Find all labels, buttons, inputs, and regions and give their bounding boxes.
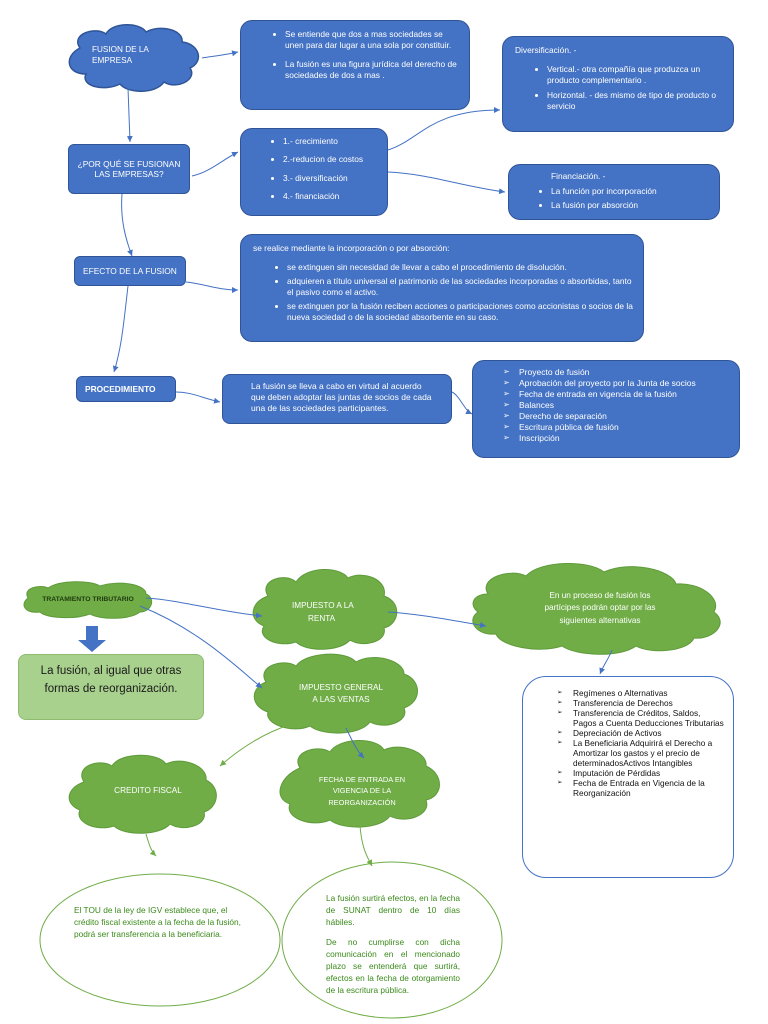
step-item: Fecha de entrada en vigencia de la fusió…	[501, 389, 731, 400]
por-que-label: ¿POR QUÉ SE FUSIONAN LAS EMPRESAS?	[77, 159, 181, 179]
step-item: Derecho de separación	[501, 411, 731, 422]
financiacion-title: Financiación. -	[551, 171, 606, 181]
fusion-cloud-line2: EMPRESA	[92, 56, 133, 66]
procedimiento-text: La fusión se lleva a cabo en virtud al a…	[251, 381, 432, 414]
financiacion-item: La fusión por absorción	[551, 200, 711, 211]
step-item: Escritura pública de fusión	[501, 422, 731, 433]
fecha-cloud: FECHA DE ENTRADA EN VIGENCIA DE LA REORG…	[300, 774, 424, 808]
procedimiento-label: PROCEDIMIENTO	[85, 384, 156, 394]
definition-box: Se entiende que dos a mas sociedades se …	[240, 20, 470, 110]
fecha-cloud-shape	[279, 739, 440, 828]
fecha-line2: VIGENCIA DE LA	[332, 786, 392, 796]
reason-item: 2.-reducion de costos	[283, 155, 381, 164]
fusion-cloud: FUSION DE LA EMPRESA	[92, 44, 192, 67]
renta-cloud: IMPUESTO A LA RENTA	[292, 600, 382, 625]
step-item: Aprobación del proyecto por la Junta de …	[501, 378, 731, 389]
tratamiento-cloud-shape	[23, 581, 153, 619]
diversificacion-item: Vertical.- otra compañía que produzca un…	[547, 64, 725, 86]
igv-cloud-shape	[253, 653, 418, 734]
tratamiento-cloud: TRATAMIENTO TRIBUTARIO	[30, 596, 146, 603]
step-item: Balances	[501, 400, 731, 411]
definition-item: La fusión es una figura jurídica del der…	[285, 59, 459, 81]
efecto-intro: se realice mediante la incorporación o p…	[253, 243, 450, 253]
por-que-box: ¿POR QUÉ SE FUSIONAN LAS EMPRESAS?	[68, 144, 190, 194]
alternativa-item: Transferencia de Derechos	[557, 698, 725, 709]
fusion-cloud-shape	[68, 24, 200, 92]
diversificacion-box: Diversificación. - Vertical.- otra compa…	[502, 36, 734, 132]
efecto-box: EFECTO DE LA FUSION	[74, 256, 186, 286]
alternativas-list-box: Regímenes o Alternativas Transferencia d…	[522, 676, 734, 878]
alternativas-line2: partícipes podrán optar por las	[544, 603, 656, 613]
credito-oval-body: El TOU de la ley de IGV establece que, e…	[74, 905, 241, 940]
steps-box: Proyecto de fusión Aprobación del proyec…	[472, 360, 740, 458]
credito-cloud: CREDITO FISCAL	[96, 786, 200, 795]
fecha-line3: REORGANIZACIÓN	[328, 797, 396, 807]
credito-cloud-shape	[68, 754, 217, 834]
definition-item: Se entiende que dos a mas sociedades se …	[285, 29, 459, 51]
step-item: Proyecto de fusión	[501, 367, 731, 378]
alternativa-item: Depreciación de Activos	[557, 728, 725, 739]
reorg-text: La fusión, al igual que otras formas de …	[40, 665, 182, 695]
renta-line2: RENTA	[308, 613, 336, 623]
procedimiento-box: PROCEDIMIENTO	[76, 376, 176, 402]
down-arrow-icon	[78, 626, 106, 652]
igv-line2: A LAS VENTAS	[312, 695, 370, 705]
diversificacion-title: Diversificación. -	[515, 45, 577, 55]
procedimiento-detail-box: La fusión se lleva a cabo en virtud al a…	[222, 374, 452, 424]
diversificacion-item: Horizontal. - des mismo de tipo de produ…	[547, 90, 725, 112]
alternativa-item: Imputación de Pérdidas	[557, 768, 725, 779]
reason-item: 1.- crecimiento	[283, 137, 381, 146]
alternativas-line3: siguientes alternativas	[559, 615, 641, 625]
efecto-item: adquieren a título universal el patrimon…	[287, 276, 635, 298]
fecha-oval-text: La fusión surtirá efectos, en la fecha d…	[326, 892, 460, 996]
financiacion-item: La función por incorporación	[551, 186, 711, 197]
alternativa-item: Transferencia de Créditos, Saldos, Pagos…	[557, 708, 725, 729]
bottom-connectors-green	[145, 723, 373, 867]
credito-oval-text: El TOU de la ley de IGV establece que, e…	[74, 904, 244, 940]
fecha-oval-p1: La fusión surtirá efectos, en la fecha d…	[326, 893, 460, 928]
bottom-connectors-blue	[139, 597, 613, 759]
efecto-detail-box: se realice mediante la incorporación o p…	[240, 234, 644, 342]
igv-cloud: IMPUESTO GENERAL A LAS VENTAS	[276, 682, 406, 707]
fusion-cloud-line1: FUSION DE LA	[92, 45, 149, 54]
renta-cloud-shape	[252, 568, 398, 650]
alternativa-item: Regímenes o Alternativas	[557, 688, 725, 699]
reasons-box: 1.- crecimiento 2.-reducion de costos 3.…	[240, 128, 388, 216]
alternativa-item: Fecha de Entrada en Vigencia de la Reorg…	[557, 778, 725, 799]
igv-line1: IMPUESTO GENERAL	[298, 683, 384, 692]
alternativa-item: La Beneficiaria Adquirirá el Derecho a A…	[557, 738, 725, 769]
financiacion-box: Financiación. - La función por incorpora…	[508, 164, 720, 220]
renta-line1: IMPUESTO A LA	[292, 601, 354, 610]
step-item: Inscripción	[501, 433, 731, 444]
efecto-label: EFECTO DE LA FUSION	[83, 266, 177, 276]
efecto-item: se extinguen por la fusión reciben accio…	[287, 301, 635, 323]
reason-item: 3.- diversificación	[283, 173, 381, 182]
fecha-oval-p2: De no cumplirse con dicha comunicación e…	[326, 937, 460, 996]
alternativas-line1: En un proceso de fusión los	[549, 591, 651, 600]
reorg-box: La fusión, al igual que otras formas de …	[18, 654, 204, 720]
tratamiento-label: TRATAMIENTO TRIBUTARIO	[42, 596, 134, 603]
alternativas-cloud-shape	[472, 563, 721, 655]
credito-label: CREDITO FISCAL	[114, 786, 182, 795]
fecha-oval-shape	[281, 861, 503, 1019]
fecha-line1: FECHA DE ENTRADA EN	[318, 775, 406, 784]
credito-oval-shape	[39, 873, 281, 1007]
efecto-item: se extinguen sin necesidad de llevar a c…	[287, 262, 635, 273]
top-connectors	[112, 50, 506, 415]
reason-item: 4.- financiación	[283, 192, 381, 201]
alternativas-cloud: En un proceso de fusión los partícipes p…	[500, 590, 700, 627]
